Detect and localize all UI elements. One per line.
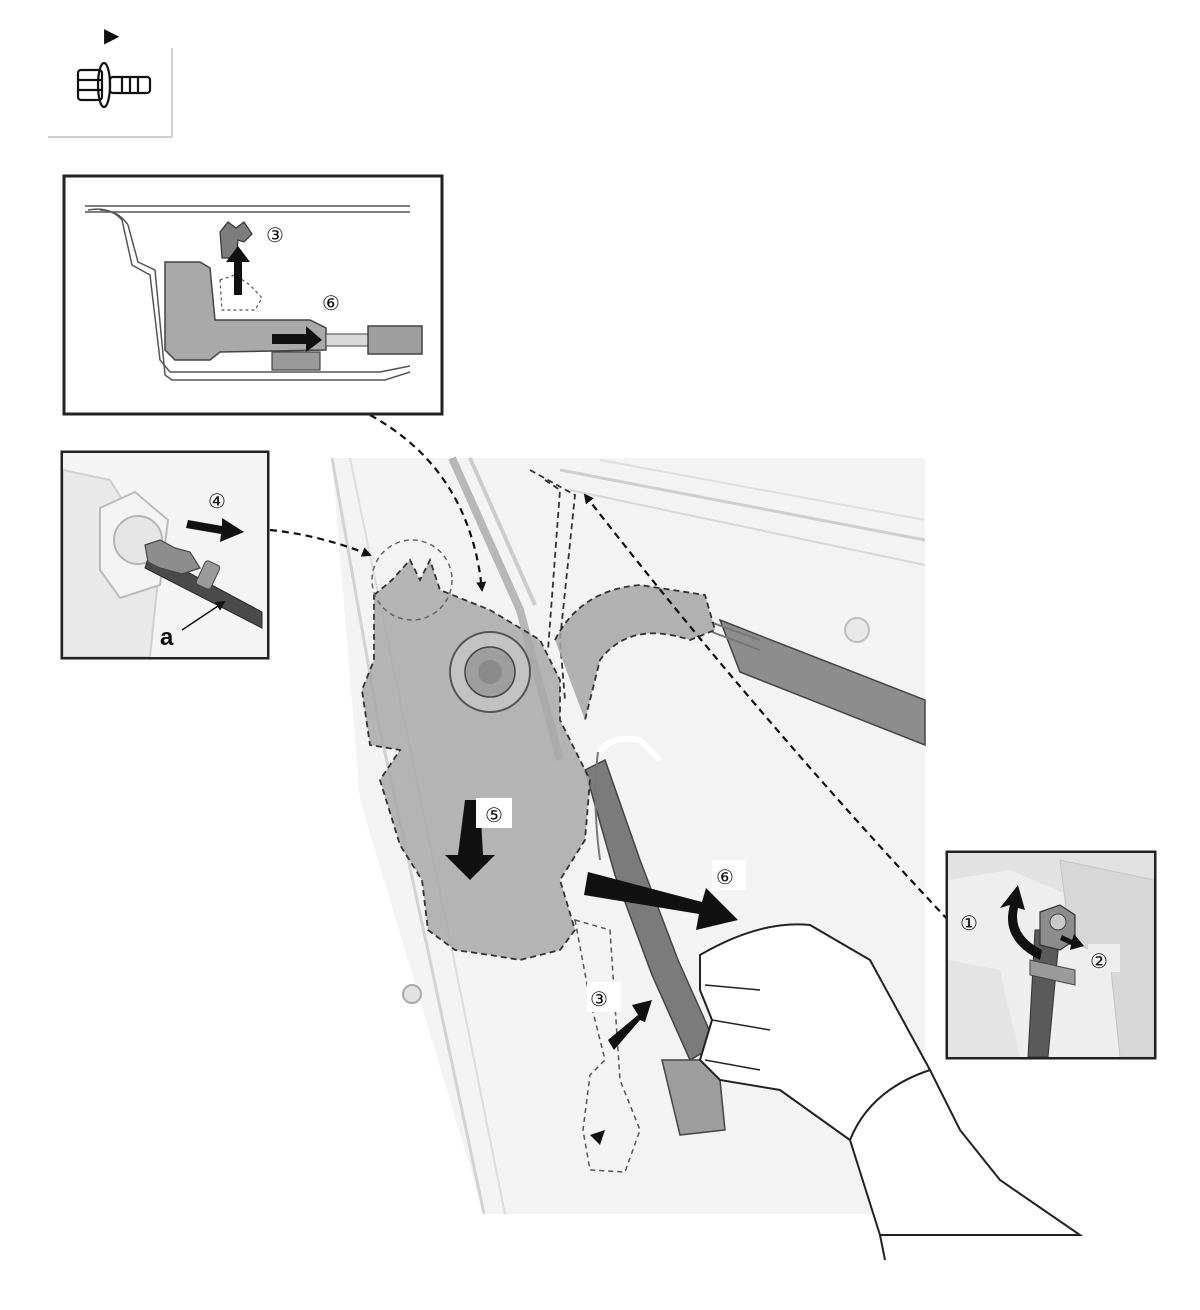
arrow-step6-main [584,872,738,930]
inset-connector-detail: a ④ [60,450,270,660]
arrow-step4 [186,518,244,542]
flange-bolt-icon [76,61,152,109]
arrow-step6-inset [272,326,322,352]
svg-text:①: ① [960,911,978,935]
play-marker-icon: ▶ [104,23,120,47]
step-label-3-inset: ③ [264,218,294,247]
fastener-legend: ▶ [48,23,173,138]
step-label-6-inset: ⑥ [320,286,352,315]
callout-a: a [160,624,174,651]
svg-text:②: ② [1090,949,1108,973]
svg-text:③: ③ [590,987,608,1011]
svg-text:⑥: ⑥ [322,291,340,315]
window-regulator-motor [361,557,591,961]
arrow-step3-inset [226,246,250,295]
step-label-3-main: ③ [587,982,621,1012]
leader-inset-right [583,493,949,921]
step-label-2: ② [1088,944,1120,973]
step-label-1: ① [958,906,990,935]
arrow-step5 [445,800,495,880]
step-label-6-main: ⑥ [712,860,746,890]
harness-cover [718,618,926,747]
arrow-step2 [1060,934,1084,950]
step-label-4: ④ [206,484,238,513]
arrow-step1 [1000,885,1042,960]
svg-text:④: ④ [208,489,226,513]
inset-clip-detail: ① ② [945,850,1157,1060]
svg-text:③: ③ [266,223,284,247]
leader-inset-left [269,528,372,557]
step-label-5: ⑤ [476,798,512,828]
svg-text:⑤: ⑤ [485,803,503,827]
arrow-step3-main [608,1000,652,1050]
inset-cross-section: ③ ⑥ [62,174,444,416]
hand-illustration [698,923,1084,1261]
door-main-illustration: ⑤ ⑥ ③ [330,456,1084,1261]
leader-inset-top [369,414,487,592]
svg-text:⑥: ⑥ [716,865,734,889]
leader-lines [269,414,949,921]
